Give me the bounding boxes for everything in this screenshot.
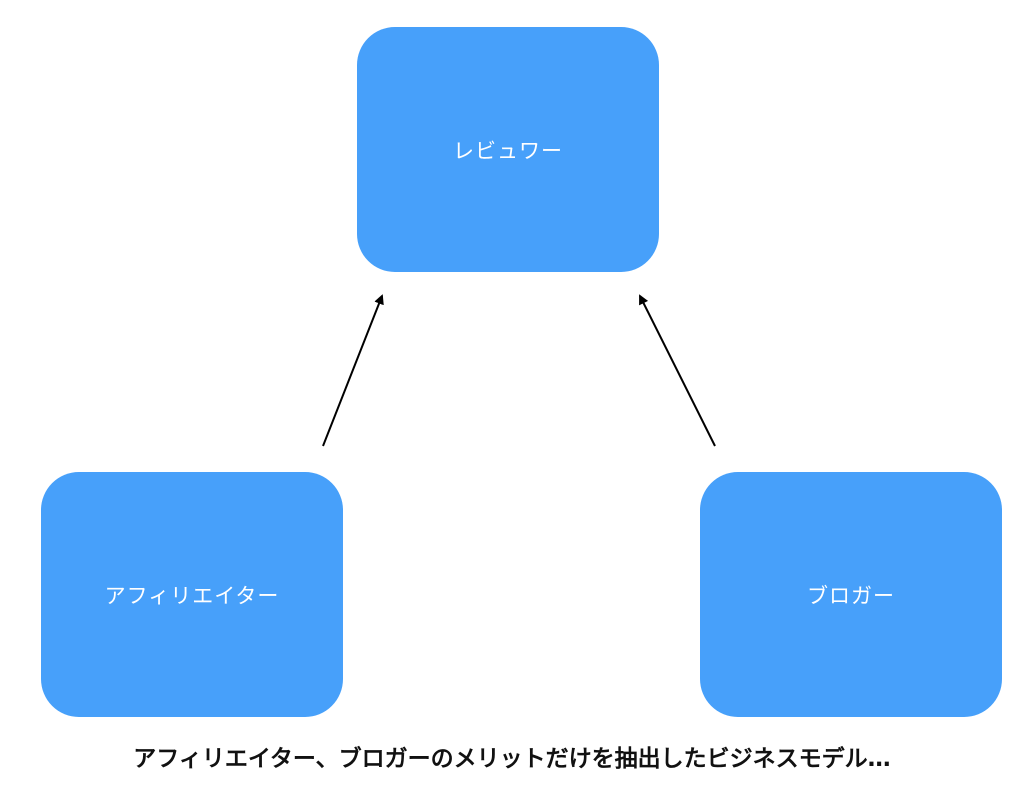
node-reviewer-label: レビュワー (453, 138, 563, 163)
arrow-affiliate-to-reviewer (322, 294, 384, 447)
arrow-blogger-to-reviewer (639, 294, 716, 447)
node-blogger-label: ブロガー (807, 583, 895, 608)
node-affiliate-label: アフィリエイター (104, 583, 280, 608)
node-affiliate: アフィリエイター (41, 472, 343, 717)
node-reviewer: レビュワー (357, 27, 659, 272)
caption: アフィリエイター、ブロガーのメリットだけを抽出したビジネスモデル… (133, 746, 891, 772)
node-blogger: ブロガー (700, 472, 1002, 717)
